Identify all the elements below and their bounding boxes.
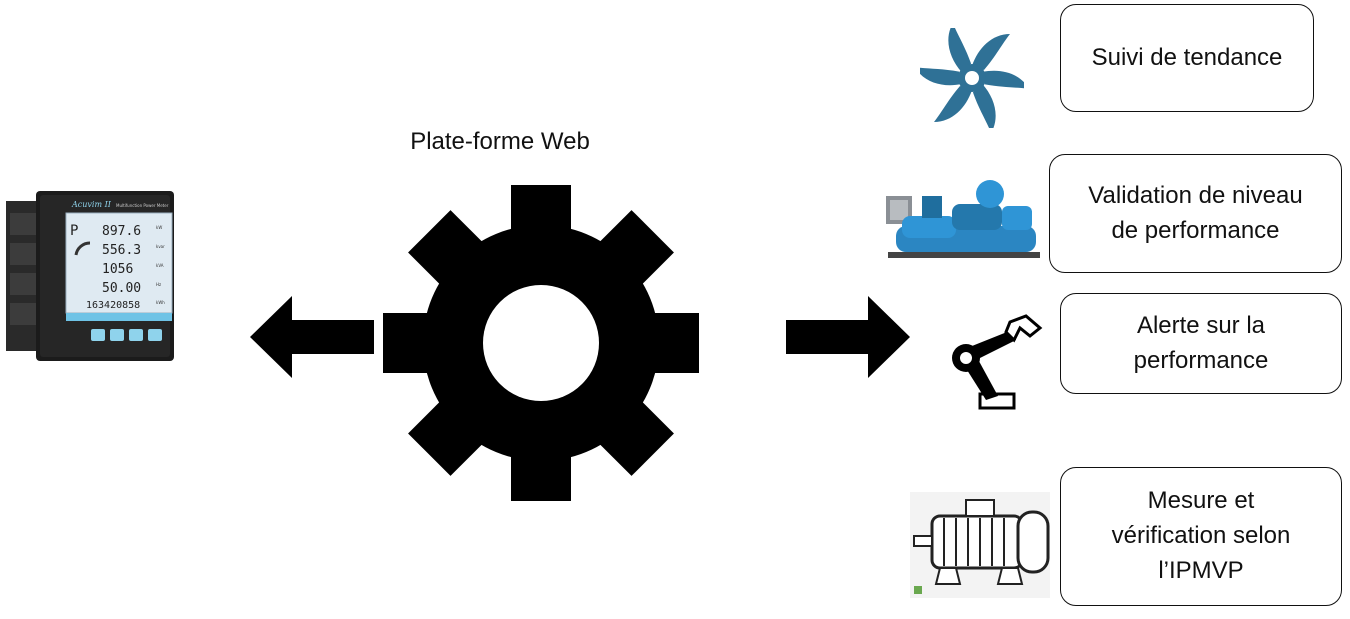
output-box-validation: Validation de niveau de performance (1049, 154, 1342, 273)
chiller-icon (882, 176, 1046, 266)
power-meter-image: Acuvim II Multifunction Power Meter P 89… (6, 183, 176, 363)
output-label-validation: Validation de niveau de performance (1088, 181, 1303, 244)
robot-arm-icon (944, 312, 1044, 412)
meter-brand: Acuvim II (71, 200, 112, 209)
meter-unit-4: Hz (156, 282, 161, 287)
output-label-trend: Suivi de tendance (1091, 43, 1283, 71)
output-box-trend: Suivi de tendance (1060, 4, 1314, 112)
meter-unit-5: kWh (156, 300, 165, 305)
right-arrow-icon (786, 296, 910, 378)
meter-unit-3: kVA (156, 263, 164, 268)
meter-subtitle: Multifunction Power Meter (116, 203, 169, 208)
meter-reading-1: 897.6 (102, 224, 141, 239)
meter-unit-2: kvar (156, 244, 165, 249)
meter-mode: P (70, 223, 78, 239)
output-label-mv: Mesure et vérification selon l’IPMVP (1111, 487, 1291, 584)
fan-icon (920, 28, 1024, 128)
gear-icon (380, 184, 702, 502)
left-arrow-icon (250, 296, 376, 378)
meter-reading-3: 1056 (102, 262, 133, 277)
output-box-alert: Alerte sur la performance (1060, 293, 1342, 394)
output-box-mv: Mesure et vérification selon l’IPMVP (1060, 467, 1342, 606)
meter-unit-1: kW (156, 225, 162, 230)
output-label-alert: Alerte sur la performance (1133, 311, 1269, 374)
motor-icon (910, 492, 1050, 598)
meter-reading-2: 556.3 (102, 243, 141, 258)
platform-label: Plate-forme Web (410, 128, 590, 155)
meter-reading-5: 163420858 (86, 300, 140, 311)
meter-reading-4: 50.00 (102, 281, 141, 296)
